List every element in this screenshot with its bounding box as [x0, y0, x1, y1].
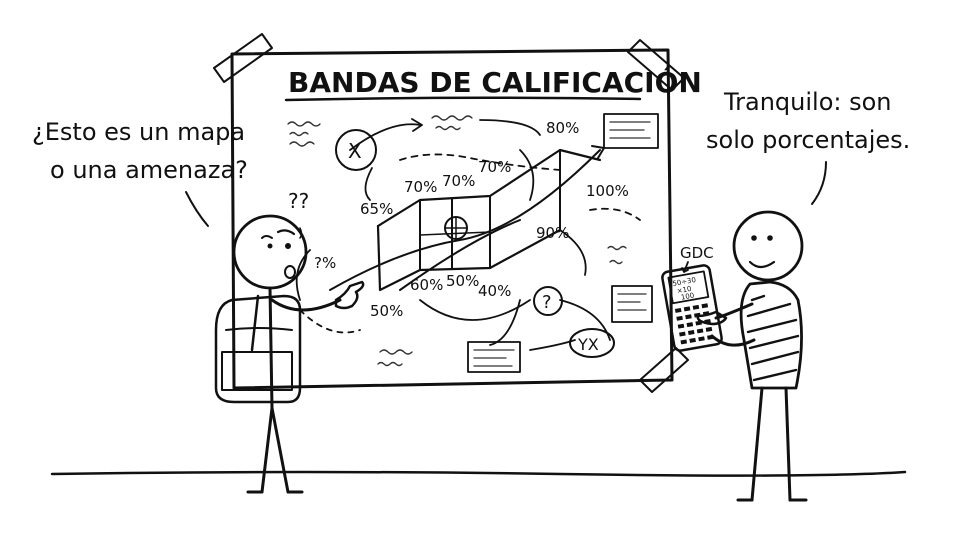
calc-screen-line-2: ×10 [676, 285, 692, 295]
right-shirt [739, 280, 803, 390]
right-leg-1 [750, 386, 764, 502]
label-70-right: 70% [478, 158, 511, 176]
backpack-zip [225, 327, 293, 331]
right-arm-holding [710, 334, 756, 347]
shirt-stripes [746, 294, 800, 382]
right-eye-2 [767, 235, 773, 241]
calc-screen-line-3: 100 [680, 291, 695, 301]
label-60: 60% [410, 276, 443, 294]
left-mouth [284, 265, 296, 279]
right-speech-line-1: Tranquilo: son [723, 88, 892, 116]
calculator-label: GDC [680, 244, 714, 262]
tape-top-left [213, 33, 273, 83]
note-card-right [611, 285, 653, 323]
calc-screen-line-1: 50÷30 [672, 276, 697, 288]
circle-x [335, 129, 377, 171]
left-speech-line-1: ¿Esto es un mapa [32, 118, 245, 146]
left-hand [334, 280, 365, 310]
title-underline [284, 96, 642, 102]
note-card-top-right [603, 113, 659, 149]
sweat-drop [299, 227, 303, 239]
label-50-mid: 50% [446, 272, 479, 290]
left-student: ¿Esto es un mapa o una amenaza? [32, 118, 365, 494]
tape-top-right [627, 39, 685, 91]
label-partial-percent: ?% [314, 254, 336, 272]
label-50-left: 50% [370, 302, 403, 320]
label-40: 40% [478, 282, 511, 300]
left-speech-tail [185, 191, 209, 227]
right-head [732, 210, 804, 282]
left-leg-1 [260, 406, 274, 494]
left-eyebrow-2 [261, 235, 273, 239]
ground-line [50, 470, 907, 477]
label-question: ? [542, 292, 552, 313]
left-eye-2 [267, 243, 273, 249]
left-head [232, 214, 308, 290]
left-eye [285, 243, 291, 249]
label-80: 80% [546, 119, 579, 137]
backpack [214, 294, 302, 404]
left-speech-line-2: o una amenaza? [50, 156, 248, 184]
calc-keys [674, 303, 714, 345]
circle-yx [569, 328, 615, 358]
right-eye [751, 235, 757, 241]
right-leg-2 [784, 386, 792, 502]
label-70-mid: 70% [442, 172, 475, 190]
right-speech-tail [811, 161, 827, 205]
left-torso [268, 286, 274, 410]
note-card-bottom-center [467, 341, 521, 373]
right-speech-line-2: solo porcentajes. [706, 126, 910, 154]
right-student: Tranquilo: son solo porcentajes. GDC 50÷… [661, 88, 910, 502]
left-eyebrow [276, 229, 296, 236]
scribble-notes [287, 115, 627, 367]
backpack-pocket [221, 351, 293, 391]
label-65: 65% [360, 200, 393, 218]
right-smile [748, 260, 776, 269]
label-90: 90% [536, 224, 569, 242]
label-yx: YX [577, 335, 599, 354]
label-70-left: 70% [404, 178, 437, 196]
tape-bottom-right [639, 347, 689, 393]
poster-sheet [230, 48, 674, 390]
label-double-question: ?? [288, 189, 309, 213]
label-100: 100% [586, 182, 629, 200]
circle-question [533, 286, 563, 316]
left-arm-pointing [270, 298, 342, 312]
poster-title: BANDAS DE CALIFICACIÓN [288, 65, 702, 99]
graphing-calculator: 50÷30 ×10 100 [661, 264, 723, 352]
right-pointing-hand [696, 310, 728, 326]
left-leg-2 [270, 406, 290, 494]
backpack-strap [250, 294, 260, 352]
grading-bands-poster: BANDAS DE CALIFICACIÓN [213, 33, 702, 393]
label-x: X [348, 139, 362, 163]
